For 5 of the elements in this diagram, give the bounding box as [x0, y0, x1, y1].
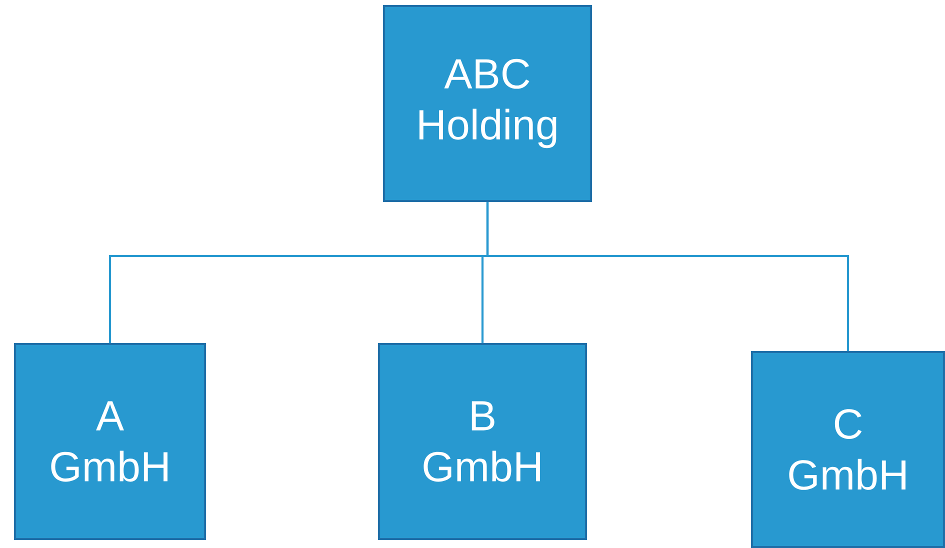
org-box: B GmbH	[378, 342, 588, 540]
org-box: C GmbH	[750, 350, 945, 548]
org-box: ABC Holding	[382, 4, 592, 202]
connector-line	[486, 202, 850, 351]
org-box: A GmbH	[14, 342, 206, 540]
